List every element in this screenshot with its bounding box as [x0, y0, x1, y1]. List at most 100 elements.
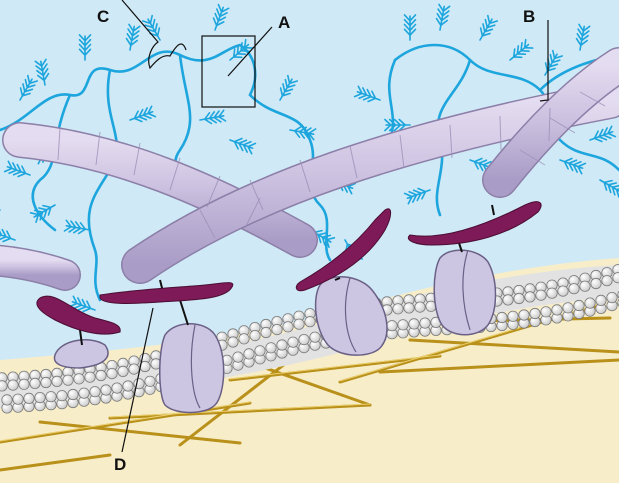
gag-sprig: [125, 23, 141, 51]
microfilament: [378, 358, 619, 374]
gag-sprig: [0, 228, 16, 243]
callouts: [121, 0, 549, 453]
collagen-fiber: [0, 246, 80, 290]
lipid-head: [397, 319, 409, 331]
label-c: C: [97, 7, 109, 26]
lipid-head: [238, 333, 250, 345]
lipid-head: [227, 336, 239, 348]
lipid-head: [51, 375, 63, 387]
lipid-head: [62, 374, 74, 386]
lipid-head: [111, 382, 123, 394]
lipid-head: [45, 391, 57, 403]
lipid-head: [287, 336, 299, 348]
lipid-head: [265, 342, 277, 354]
lipid-head: [518, 309, 530, 321]
lipid-head: [293, 318, 305, 330]
lipid-head: [1, 394, 13, 406]
collagen-fiber: [122, 82, 619, 283]
gag-sprig: [435, 3, 451, 31]
lipid-head: [0, 380, 8, 392]
lipid-head: [562, 302, 574, 314]
gag-sprig: [29, 204, 56, 223]
fibronectin: [36, 295, 121, 335]
bracket-c: [121, 0, 187, 70]
integrin: [314, 276, 388, 356]
gag-sprig: [68, 295, 96, 313]
lipid-head: [584, 297, 596, 309]
lipid-head: [106, 367, 118, 380]
gag-sprig: [353, 85, 381, 103]
gag-sprig: [509, 38, 534, 61]
lipid-head: [29, 377, 41, 389]
gag-sprig: [599, 179, 619, 198]
lipid-head: [513, 292, 525, 305]
lipid-head: [414, 301, 426, 313]
lipid-head: [254, 345, 266, 357]
collagen-fiber: [483, 48, 619, 197]
lipid-head: [386, 320, 398, 332]
lipid-head: [34, 391, 46, 404]
gag-sprig: [129, 105, 157, 123]
gag-sprig: [142, 14, 161, 41]
fibronectin: [295, 208, 392, 292]
callout-box-a: [201, 35, 256, 108]
gag-sprig: [78, 34, 92, 61]
lipid-head: [529, 307, 541, 320]
lipid-head: [551, 304, 563, 316]
gag-sprig: [289, 125, 317, 141]
label-b: B: [523, 7, 535, 26]
lipid-head: [40, 376, 52, 389]
lipid-head: [117, 365, 129, 377]
lipid-head: [12, 393, 24, 405]
leader-line-d: [121, 307, 154, 453]
lipid-head: [100, 384, 112, 396]
lipid-head: [502, 294, 514, 306]
microfilament: [38, 420, 242, 445]
lipid-head: [276, 339, 288, 351]
gag-sprig: [19, 74, 38, 101]
lipid-head: [419, 317, 431, 329]
lipid-head: [243, 348, 255, 360]
lipid-head: [56, 390, 68, 402]
lipid-head: [612, 272, 619, 284]
fibronectin: [408, 201, 542, 246]
fibronectin-molecules: [36, 201, 542, 335]
gag-sprig: [479, 14, 498, 41]
gag-sprig: [212, 3, 230, 31]
label-a: A: [278, 13, 290, 32]
lipid-head: [298, 333, 310, 346]
lipid-head: [540, 306, 552, 318]
lipid-head: [546, 287, 558, 299]
gag-sprig: [229, 38, 254, 61]
lipid-head: [122, 380, 134, 392]
lipid-head: [403, 302, 415, 314]
lipid-head: [595, 294, 607, 306]
lipid-head: [568, 283, 580, 295]
gag-sprig: [384, 118, 411, 132]
integrin: [53, 339, 109, 369]
lipid-head: [95, 369, 107, 382]
collagen-fibers: [0, 47, 619, 291]
gag-sprig: [559, 157, 587, 175]
lipid-head: [392, 303, 404, 315]
lipid-head: [282, 321, 294, 333]
leader-line-b: [539, 20, 549, 102]
lipid-head: [601, 275, 613, 287]
lipid-head: [78, 387, 90, 399]
lipid-head: [67, 388, 79, 401]
gag-sprig: [34, 58, 50, 86]
lipid-head: [507, 310, 519, 322]
gag-sprig: [229, 137, 257, 155]
lipid-head: [557, 285, 569, 297]
lipid-head: [573, 299, 585, 312]
lipid-head: [579, 280, 591, 292]
microfilament: [228, 354, 442, 382]
lipid-head: [524, 291, 536, 303]
lipid-head: [590, 277, 602, 290]
lipid-head: [606, 291, 618, 304]
lipid-head: [128, 363, 140, 375]
microfilament: [0, 453, 112, 472]
lipid-head: [535, 289, 547, 301]
lipid-head: [23, 392, 35, 404]
